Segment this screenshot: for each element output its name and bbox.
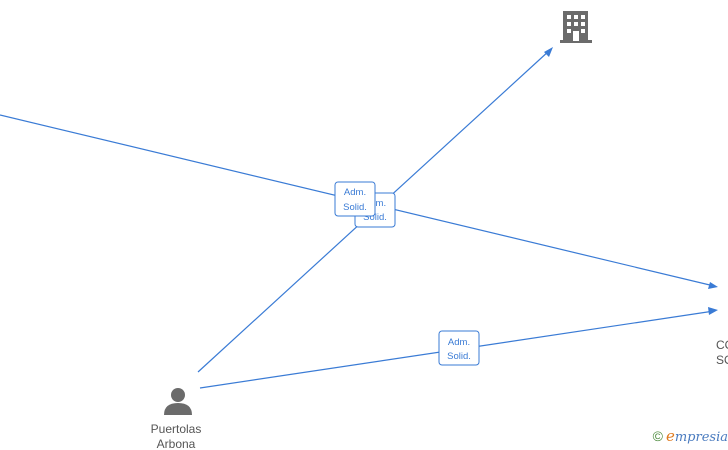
person-label-line1: Puertolas	[151, 422, 202, 436]
edge-label-3[interactable]: Adm. Solid.	[438, 330, 480, 366]
person-label-line2: Arbona	[157, 437, 196, 450]
company-right-label-line1: CO	[716, 338, 728, 352]
person-icon[interactable]	[164, 388, 192, 415]
edge-label-1[interactable]: Adm. Solid.	[334, 181, 376, 217]
brand-initial: e	[665, 427, 675, 445]
copyright-symbol: ©	[652, 428, 663, 444]
building-icon[interactable]	[560, 11, 592, 43]
edge-label-1-line2: Solid.	[343, 202, 367, 213]
empresia-watermark: ©empresia	[653, 427, 728, 445]
edge-label-2-line2: Solid.	[363, 212, 387, 223]
edge-label-3-line1: Adm.	[448, 337, 470, 348]
arrowhead-right-lower	[708, 307, 718, 315]
arrowhead-right-upper	[708, 282, 718, 289]
edge-label-1-line1: Adm.	[344, 187, 366, 198]
edge-label-3-line2: Solid.	[447, 351, 471, 362]
brand-name: mpresia	[674, 430, 728, 445]
company-right-label-line2: SO	[716, 353, 728, 367]
arrowhead-building	[544, 47, 553, 57]
